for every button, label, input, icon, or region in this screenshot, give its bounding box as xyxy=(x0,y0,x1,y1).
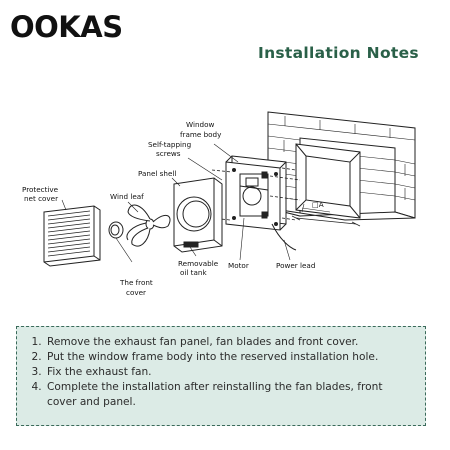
installation-notes-box: Remove the exhaust fan panel, fan blades… xyxy=(16,326,426,426)
brand-logo: OOKAS xyxy=(10,10,123,44)
label-panel-shell: Panel shell xyxy=(138,169,176,178)
label-self-tapping-screws-1: Self-tapping xyxy=(148,140,191,149)
removable-oil-tank xyxy=(183,241,199,248)
label-removable-oil-tank-1: Removable xyxy=(178,259,219,268)
installation-steps: Remove the exhaust fan panel, fan blades… xyxy=(29,335,415,410)
label-front-cover-1: The front xyxy=(119,278,153,287)
label-self-tapping-screws-2: screws xyxy=(156,149,181,158)
label-window-frame-body-1: Window xyxy=(186,120,214,129)
step-item: Put the window frame body into the reser… xyxy=(45,350,415,365)
panel-shell xyxy=(173,177,223,253)
label-power-lead: Power lead xyxy=(276,261,315,270)
window-frame-body xyxy=(225,155,287,231)
wind-leaf xyxy=(126,204,171,247)
page-title: Installation Notes xyxy=(258,44,419,62)
label-removable-oil-tank-2: oil tank xyxy=(180,268,207,277)
label-window-frame-body-2: frame body xyxy=(180,130,222,139)
label-protective-net-cover-2: net cover xyxy=(24,194,58,203)
label-wind-leaf: Wind leaf xyxy=(110,192,144,201)
step-item: Fix the exhaust fan. xyxy=(45,365,415,380)
installation-hole xyxy=(291,143,361,227)
label-motor: Motor xyxy=(228,261,249,270)
step-item: Remove the exhaust fan panel, fan blades… xyxy=(45,335,415,350)
step-item: Complete the installation after reinstal… xyxy=(45,380,415,410)
label-dimension-mark: □A xyxy=(312,200,324,209)
protective-net-cover xyxy=(43,205,101,267)
label-front-cover-2: cover xyxy=(126,288,146,297)
exploded-view-diagram: Protective net cover Wind leaf Panel she… xyxy=(22,111,416,297)
label-protective-net-cover-1: Protective xyxy=(22,185,59,194)
front-cover xyxy=(108,221,124,239)
